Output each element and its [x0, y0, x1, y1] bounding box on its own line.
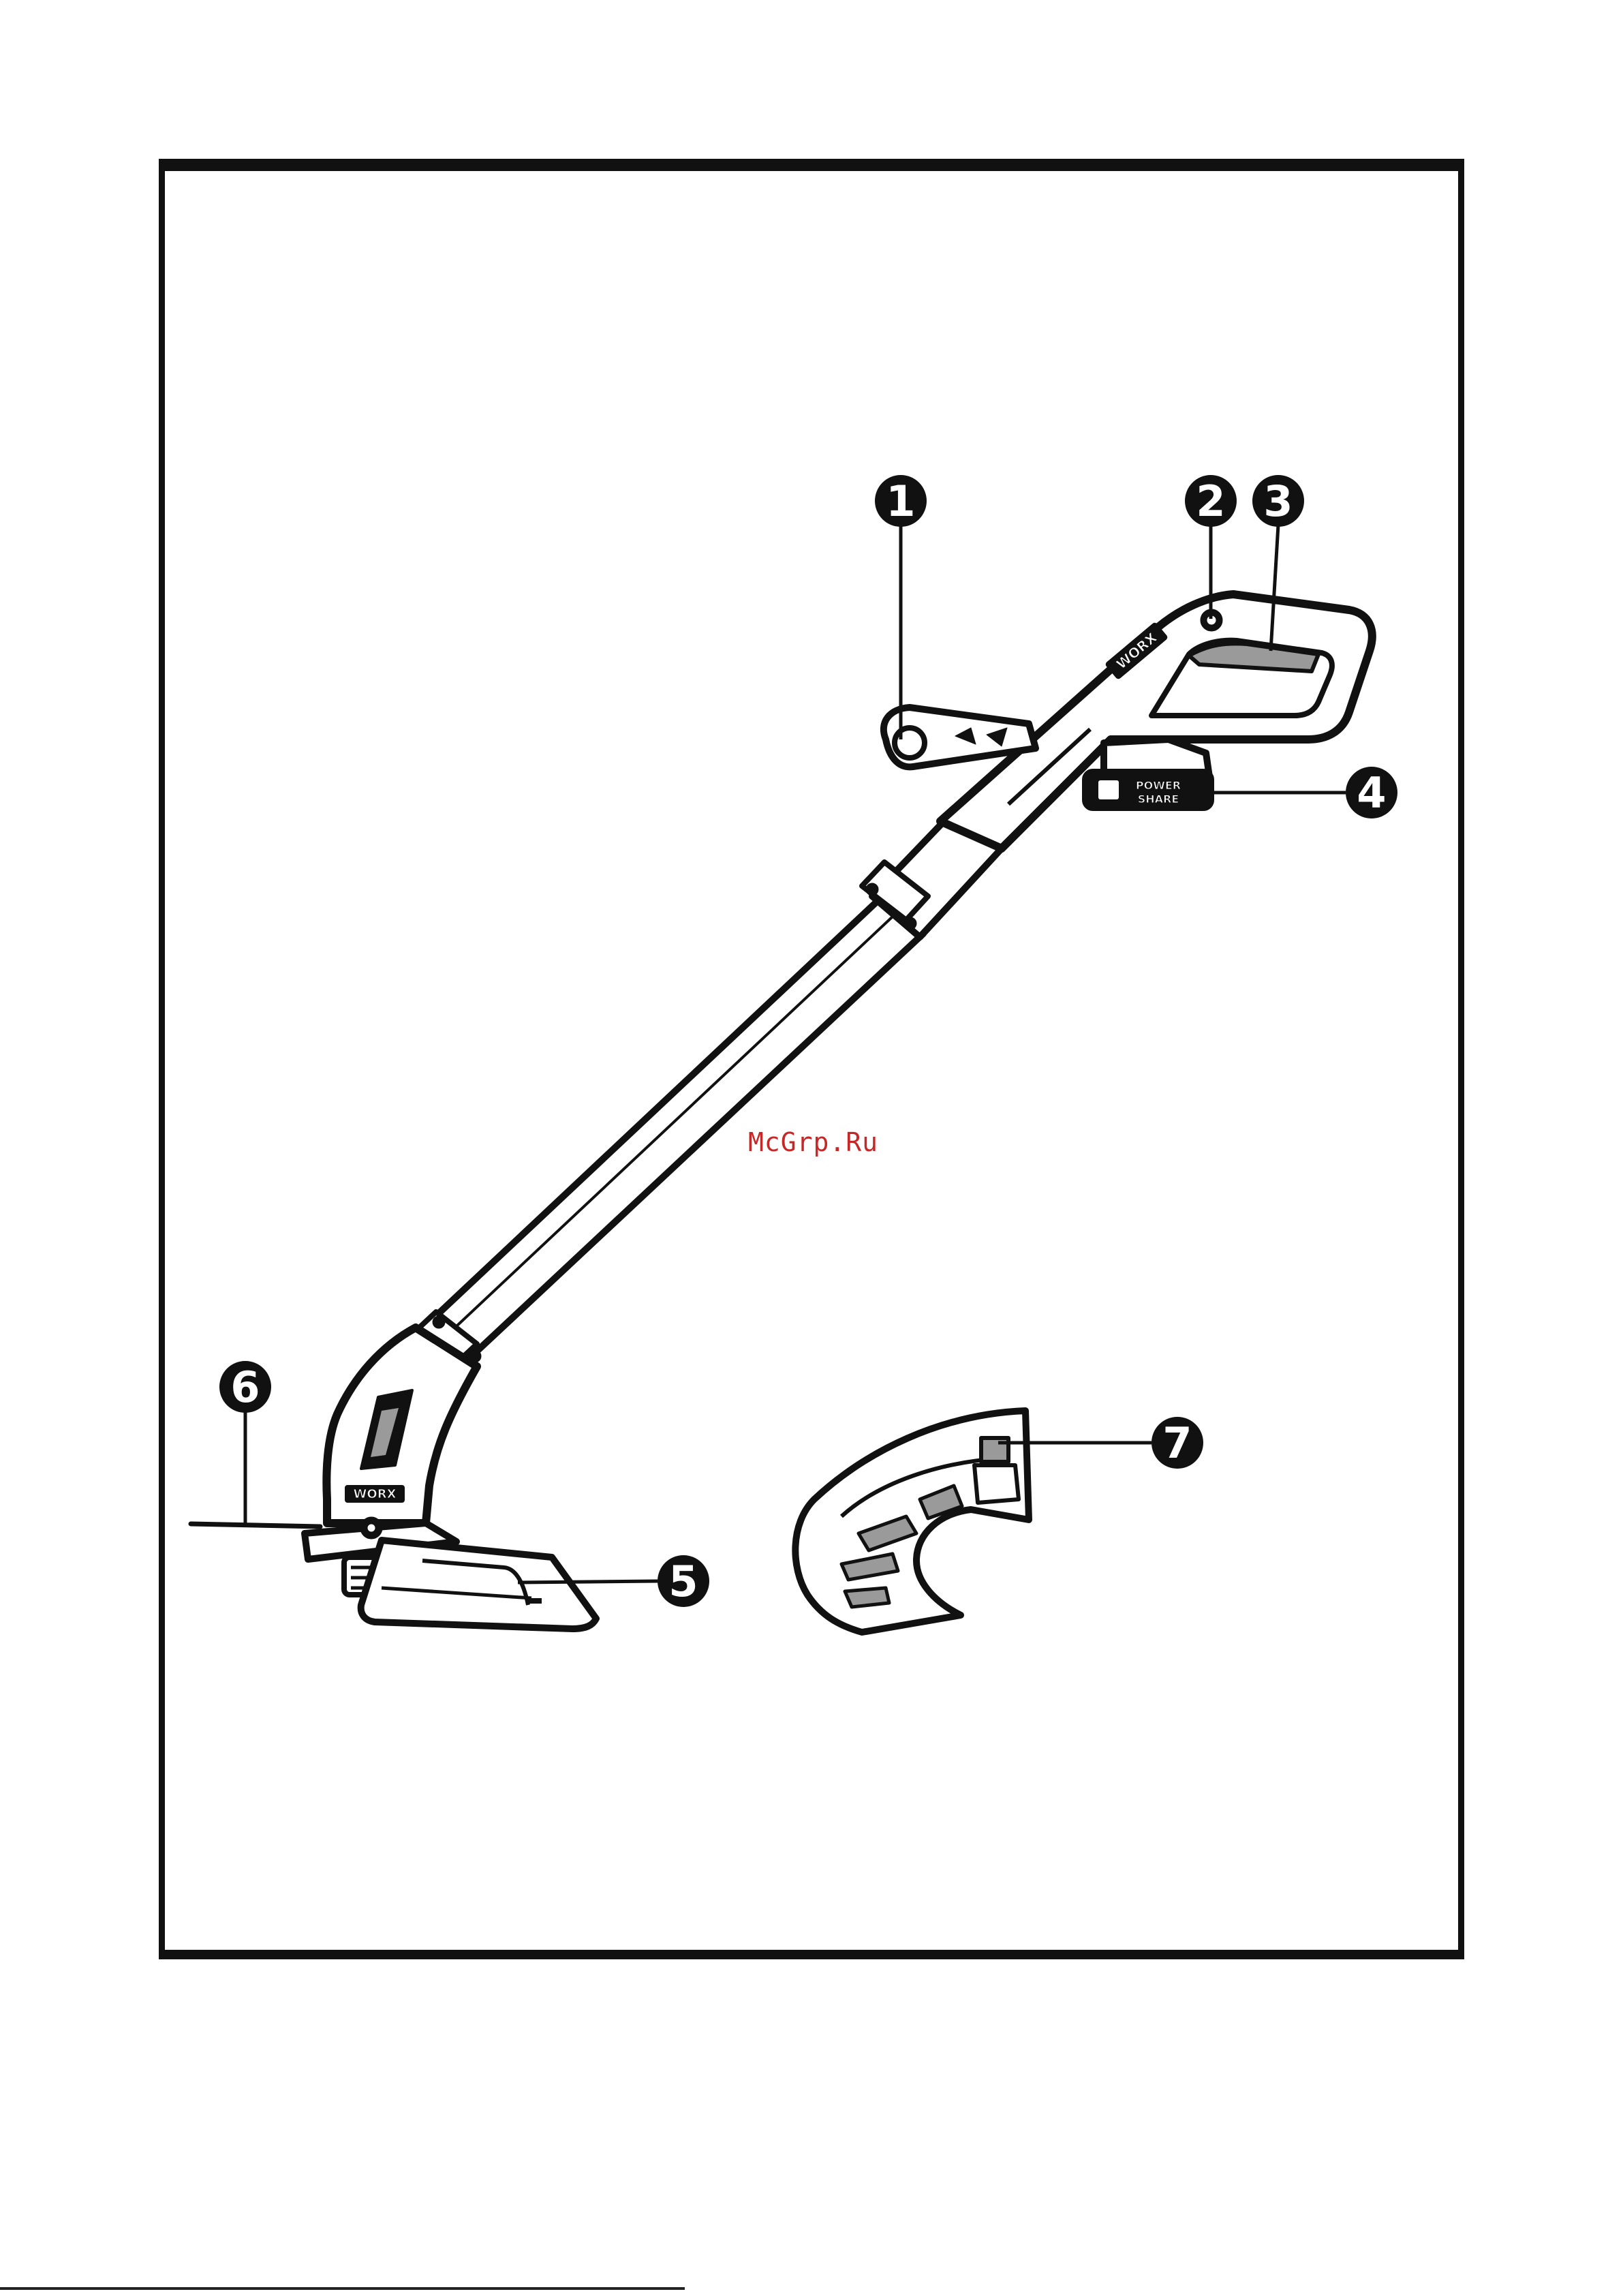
- callout-5: 5: [658, 1555, 709, 1607]
- callout-4: 4: [1346, 767, 1397, 818]
- svg-text:2: 2: [1196, 476, 1225, 526]
- callout-1: 1: [875, 475, 927, 527]
- svg-text:4: 4: [1357, 768, 1386, 818]
- callout-2: 2: [1185, 475, 1237, 527]
- battery-label-power: POWER: [1136, 779, 1181, 792]
- footer-rule: [0, 2287, 685, 2290]
- battery-pack: POWER SHARE: [1083, 739, 1213, 810]
- watermark-text: McGrp.Ru: [748, 1127, 878, 1157]
- cutting-line: [191, 1524, 320, 1527]
- callout-6: 6: [219, 1361, 271, 1413]
- head-brand-label: WORX: [354, 1487, 397, 1501]
- svg-text:6: 6: [230, 1362, 260, 1412]
- svg-text:1: 1: [886, 476, 915, 526]
- svg-text:5: 5: [668, 1557, 698, 1606]
- mounted-guard: [361, 1540, 596, 1629]
- callout-7: 7: [1151, 1417, 1203, 1469]
- separate-guard: [795, 1411, 1029, 1632]
- svg-text:7: 7: [1162, 1418, 1192, 1468]
- svg-text:3: 3: [1263, 476, 1293, 526]
- callout-3: 3: [1252, 475, 1304, 527]
- battery-label-share: SHARE: [1138, 793, 1179, 806]
